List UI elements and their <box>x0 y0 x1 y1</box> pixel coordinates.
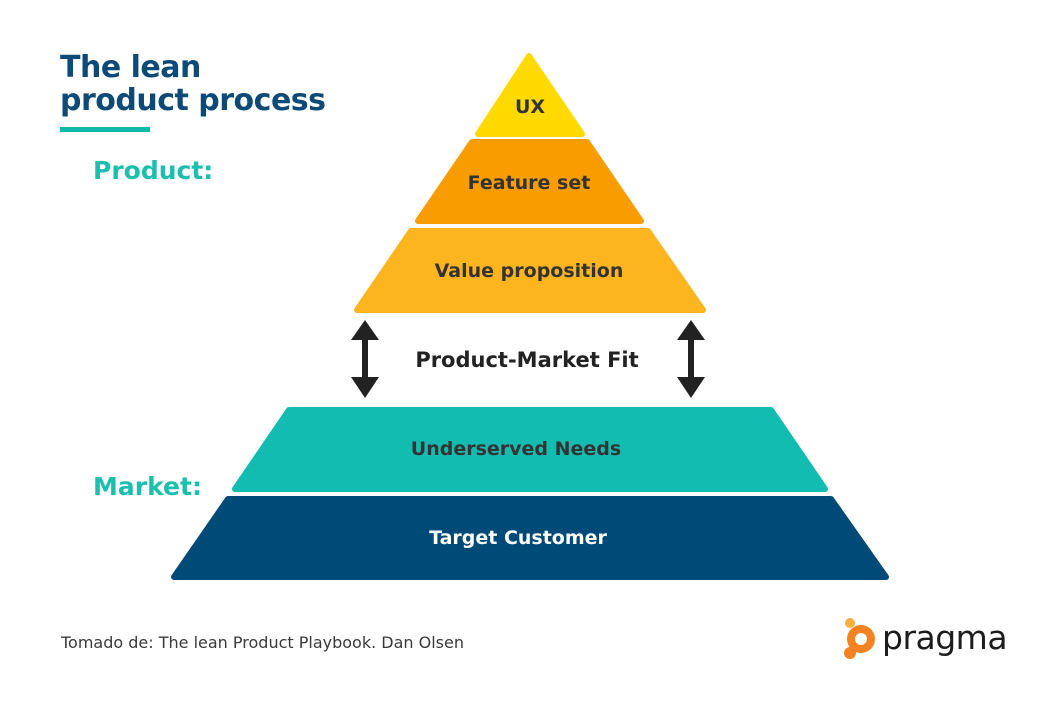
tier-underserved-needs-label: Underserved Needs <box>411 438 621 460</box>
source-credit: Tomado de: The lean Product Playbook. Da… <box>61 633 464 652</box>
right-double-arrow-icon <box>677 320 705 398</box>
tier-target-customer-shape <box>171 496 889 580</box>
tier-ux-label: UX <box>515 96 545 118</box>
section-label-product: Product: <box>93 156 214 185</box>
left-double-arrow-icon <box>351 320 379 398</box>
tier-feature-set-label: Feature set <box>468 172 591 194</box>
section-label-market: Market: <box>93 472 202 501</box>
page-title-line-1: The lean <box>60 50 201 85</box>
logo-dot-small <box>845 618 855 628</box>
logo-wordmark: pragma <box>882 618 1008 657</box>
tier-ux-shape <box>475 53 585 137</box>
tier-value-proposition-shape <box>354 228 706 313</box>
title-underline <box>60 127 150 132</box>
tier-value-proposition-label: Value proposition <box>435 260 624 282</box>
tier-feature-set-shape <box>415 139 644 224</box>
product-market-fit-label: Product-Market Fit <box>415 348 638 372</box>
tier-underserved-needs-shape <box>232 407 828 492</box>
pragma-logo-icon <box>844 618 875 659</box>
tier-target-customer-label: Target Customer <box>429 527 607 549</box>
logo-dot-bottom <box>844 647 856 659</box>
page-title-line-2: product process <box>60 83 326 118</box>
